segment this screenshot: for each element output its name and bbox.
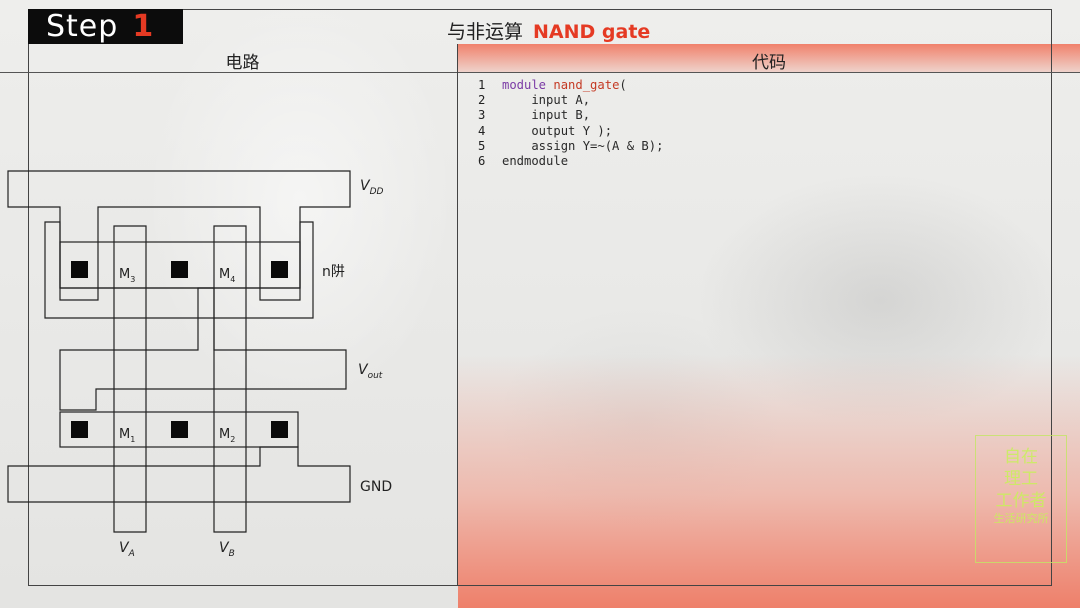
line-number: 5: [478, 138, 486, 153]
vb-label: VB: [219, 540, 235, 559]
line-number: 3: [478, 108, 486, 123]
contact-vdd-left: [71, 261, 88, 278]
p-active-region: [59, 241, 301, 289]
line-number: 6: [478, 154, 486, 169]
gate-a-poly: [113, 225, 147, 533]
va-label: VA: [119, 540, 135, 559]
code-line-5: 5 assign Y=~(A & B);: [478, 139, 663, 154]
code-line-1: 1 module nand_gate(: [478, 78, 663, 93]
code-line-2: 2 input A,: [478, 93, 663, 108]
code-line-6: 6 endmodule: [478, 154, 663, 169]
vdd-label: VDD: [360, 178, 384, 197]
code-panel-background: [458, 44, 1080, 608]
line-number: 1: [478, 78, 486, 92]
circuit-heading: 电路: [225, 53, 260, 73]
watermark-stamp: 自在 理工 工作者 生活研究所: [975, 435, 1067, 563]
step-number: 1: [132, 9, 155, 44]
code-paren: (: [619, 78, 627, 92]
code-text: endmodule: [502, 154, 569, 169]
code-text: input B,: [502, 108, 591, 123]
contact-n-mid: [171, 421, 188, 438]
gnd-rail: [7, 446, 351, 503]
step-badge: Step 1: [28, 9, 183, 44]
contact-vout-p: [171, 261, 188, 278]
code-text: assign Y=~(A & B);: [502, 138, 664, 153]
stamp-line-3: 工作者: [995, 491, 1047, 511]
line-number: 4: [478, 123, 486, 138]
n-active-region: [59, 411, 299, 448]
title-chinese: 与非运算: [447, 21, 524, 43]
title-english: NAND gate: [533, 21, 651, 43]
nwell-label: n阱: [322, 264, 345, 280]
contact-vout-n: [271, 421, 288, 438]
stamp-line-2: 理工: [1004, 469, 1038, 489]
panel-divider: [457, 44, 458, 586]
slide-title: 与非运算 NAND gate: [447, 17, 650, 44]
output-metal: [59, 287, 347, 411]
contact-gnd: [71, 421, 88, 438]
code-heading: 代码: [752, 53, 786, 73]
code-block: 1 module nand_gate( 2 input A, 3 input B,…: [478, 78, 663, 169]
code-line-4: 4 output Y );: [478, 124, 663, 139]
m1-label: M1: [119, 427, 135, 444]
header-divider: [0, 72, 1080, 73]
cmos-nand-layout: VDD n阱 Vout GND M3 M4 M1 M2 VA VB: [7, 170, 392, 559]
line-number: 2: [478, 93, 486, 108]
contact-vdd-right: [271, 261, 288, 278]
vout-label: Vout: [358, 362, 383, 381]
gnd-label: GND: [360, 479, 392, 495]
code-keyword: module: [502, 78, 547, 92]
code-text: input A,: [502, 93, 591, 108]
code-text: output Y );: [502, 123, 613, 138]
gate-b-poly: [213, 225, 247, 533]
m4-label: M4: [219, 267, 235, 284]
m2-label: M2: [219, 427, 235, 444]
code-line-3: 3 input B,: [478, 108, 663, 123]
step-word: Step: [46, 9, 119, 44]
stamp-line-1: 自在: [1004, 447, 1038, 467]
vdd-rail: [7, 170, 351, 289]
code-module-name: nand_gate: [553, 78, 620, 92]
m3-label: M3: [119, 267, 135, 284]
stamp-line-4: 生活研究所: [993, 512, 1049, 525]
slide-frame: [28, 9, 1052, 586]
